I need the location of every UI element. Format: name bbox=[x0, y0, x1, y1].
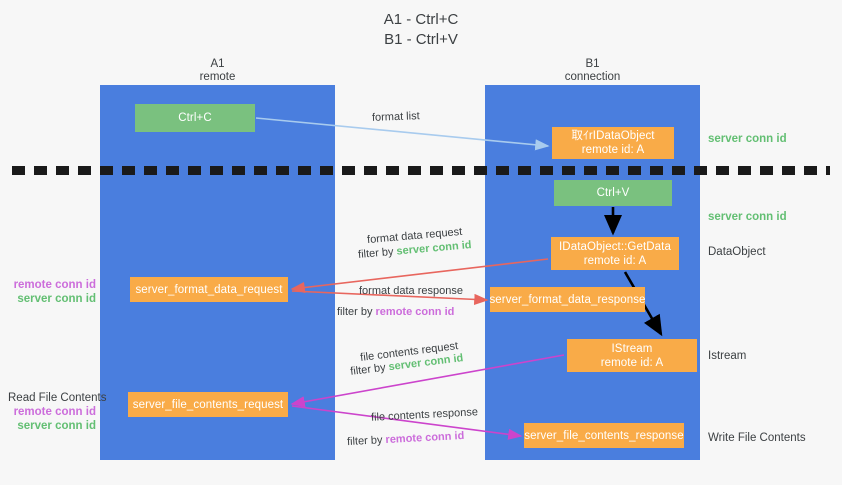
box-istream-sublabel: remote id: A bbox=[600, 356, 664, 369]
box-server-format-data-request[interactable]: server_format_data_request bbox=[130, 277, 288, 302]
edge-label-format-data-response: format data response bbox=[359, 285, 463, 297]
right-label-istream: Istream bbox=[708, 350, 747, 362]
box-server-format-data-response[interactable]: server_format_data_response bbox=[489, 287, 646, 312]
lane-header-a1: A1 remote bbox=[130, 58, 305, 84]
edge-label-format-data-response-filter: filter by remote conn id bbox=[337, 305, 454, 320]
lane-a1-role: remote bbox=[199, 71, 236, 83]
box-getdata-sublabel: remote id: A bbox=[583, 254, 647, 267]
left-label-read-file-contents: Read File Contents bbox=[8, 392, 107, 404]
filter-prefix: filter by bbox=[349, 361, 390, 378]
left-label-remote-conn-id-2: remote conn id bbox=[13, 406, 96, 418]
left-label-server-conn-id-2: server conn id bbox=[17, 420, 96, 432]
right-label-server-conn-id-mid: server conn id bbox=[708, 211, 787, 223]
box-server-format-data-request-label: server_format_data_request bbox=[135, 283, 283, 296]
right-label-dataobject: DataObject bbox=[708, 246, 766, 258]
filter-key-remote-conn-id: remote conn id bbox=[385, 429, 465, 447]
box-getdata-label: IDataObject::GetData bbox=[559, 240, 671, 253]
left-label-server-conn-id-1: server conn id bbox=[17, 293, 96, 305]
filter-prefix: filter by bbox=[357, 245, 398, 261]
box-server-file-contents-request[interactable]: server_file_contents_request bbox=[128, 392, 288, 417]
lane-header-b1: B1 connection bbox=[505, 58, 680, 84]
title-line-2: B1 - Ctrl+V bbox=[384, 31, 458, 48]
left-label-remote-conn-id-1: remote conn id bbox=[13, 279, 96, 291]
box-ctrl-c-label: Ctrl+C bbox=[178, 112, 212, 124]
box-idataobject-label: 取ｲrIDataObject bbox=[571, 130, 655, 142]
left-label-group-file: Read File Contents remote conn id server… bbox=[8, 391, 107, 433]
filter-key-remote-conn-id: remote conn id bbox=[375, 306, 455, 318]
lane-b1-role: connection bbox=[564, 71, 621, 83]
edge-label-format-list: format list bbox=[371, 110, 420, 124]
lane-a1-name: A1 bbox=[210, 58, 225, 70]
diagram-title: A1 - Ctrl+C B1 - Ctrl+V bbox=[0, 10, 842, 50]
right-label-write-file-contents: Write File Contents bbox=[708, 432, 806, 444]
box-idataobject-getdata[interactable]: IDataObject::GetData remote id: A bbox=[551, 237, 679, 270]
box-idataobject-sublabel: remote id: A bbox=[581, 144, 645, 156]
box-istream[interactable]: IStream remote id: A bbox=[567, 339, 697, 372]
right-label-server-conn-id-top: server conn id bbox=[708, 133, 787, 145]
title-line-1: A1 - Ctrl+C bbox=[383, 11, 459, 28]
filter-prefix: filter by bbox=[346, 434, 386, 449]
box-server-file-contents-response-label: server_file_contents_response bbox=[524, 429, 684, 442]
box-ctrl-c[interactable]: Ctrl+C bbox=[135, 104, 255, 132]
box-idataobject[interactable]: 取ｲrIDataObject remote id: A bbox=[552, 127, 674, 159]
box-server-format-data-response-label: server_format_data_response bbox=[489, 293, 646, 306]
box-ctrl-v-label: Ctrl+V bbox=[596, 187, 630, 199]
lane-b1-name: B1 bbox=[585, 58, 600, 70]
edge-label-file-contents-response-filter: filter by remote conn id bbox=[347, 429, 465, 450]
box-istream-label: IStream bbox=[611, 342, 653, 355]
filter-prefix: filter by bbox=[337, 306, 376, 318]
edge-label-file-contents-response: file contents response bbox=[370, 406, 479, 424]
box-server-file-contents-request-label: server_file_contents_request bbox=[132, 398, 284, 411]
box-server-file-contents-response[interactable]: server_file_contents_response bbox=[524, 423, 684, 448]
box-ctrl-v[interactable]: Ctrl+V bbox=[554, 180, 672, 206]
left-label-group-format: remote conn id server conn id bbox=[8, 278, 96, 306]
phase-divider bbox=[12, 166, 830, 175]
